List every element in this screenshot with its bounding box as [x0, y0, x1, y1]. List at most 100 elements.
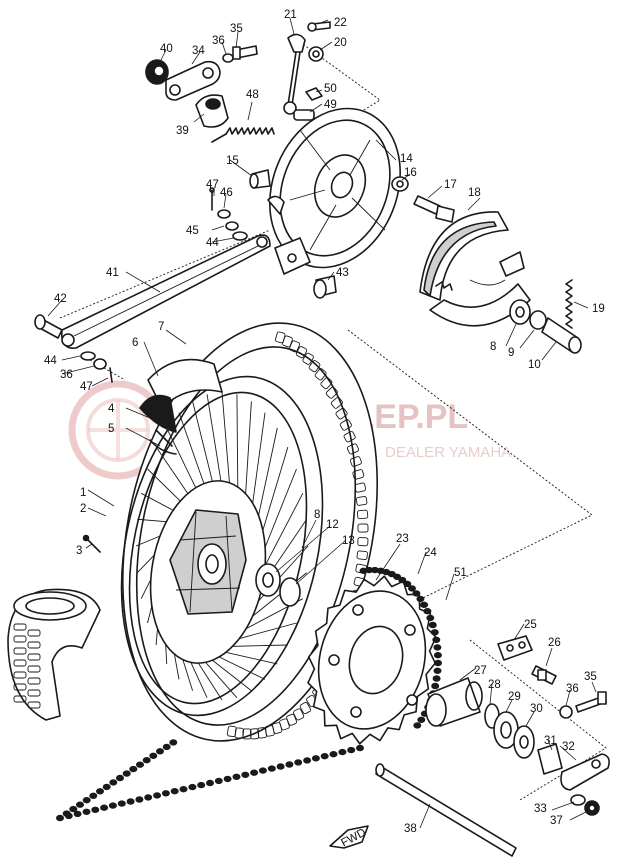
part-label-46: 46 — [220, 187, 233, 199]
part-label-35b: 35 — [584, 671, 597, 683]
pin-49 — [293, 109, 315, 121]
inner-tube-6 — [139, 358, 223, 433]
part-label-38: 38 — [404, 823, 417, 835]
brake-shoes-18 — [419, 211, 531, 327]
nut-40 — [145, 59, 169, 85]
axle-sleeve-10 — [541, 317, 582, 354]
washer-44-upper — [232, 231, 248, 241]
part-label-31: 31 — [544, 735, 557, 747]
part-label-44b: 44 — [44, 355, 57, 367]
part-label-16: 16 — [404, 167, 417, 179]
torque-arm-41 — [60, 234, 271, 349]
part-label-2: 2 — [80, 503, 86, 515]
part-label-32: 32 — [562, 741, 575, 753]
part-label-44a: 44 — [206, 237, 219, 249]
part-label-21: 21 — [284, 9, 297, 21]
part-label-43: 43 — [336, 267, 349, 279]
nut-37 — [584, 800, 600, 816]
cotter-pin-47-lower — [109, 367, 113, 383]
part-label-22: 22 — [334, 17, 347, 29]
nut-36-right — [559, 705, 573, 719]
part-label-4: 4 — [108, 403, 115, 415]
chain-puller-25 — [497, 635, 533, 661]
washer-33 — [570, 794, 586, 806]
bolt-35-top — [232, 45, 258, 60]
nut-50 — [305, 87, 323, 101]
oil-seal-30 — [513, 725, 535, 759]
part-label-14: 14 — [400, 153, 413, 165]
part-label-42: 42 — [54, 293, 67, 305]
part-label-29: 29 — [508, 691, 521, 703]
part-label-36b: 36 — [60, 369, 73, 381]
part-label-47b: 47 — [80, 381, 93, 393]
tire-cutaway — [7, 588, 101, 721]
part-label-33: 33 — [534, 803, 547, 815]
part-label-18: 18 — [468, 187, 481, 199]
bearing-29 — [493, 711, 519, 749]
part-label-51: 51 — [454, 567, 467, 579]
washer-16 — [391, 176, 409, 192]
brake-arm-parts — [145, 21, 331, 143]
forward-direction-marker: FWD — [329, 825, 369, 850]
collar-13 — [279, 577, 301, 607]
part-label-27: 27 — [474, 665, 487, 677]
part-label-9: 9 — [508, 347, 514, 359]
nut-46 — [217, 209, 231, 219]
part-label-41: 41 — [106, 267, 119, 279]
part-label-28: 28 — [488, 679, 501, 691]
cotter-pin-47-upper — [209, 187, 215, 211]
part-label-40: 40 — [160, 43, 173, 55]
leader-lines — [47, 17, 597, 829]
part-label-15: 15 — [226, 155, 239, 167]
part-label-49: 49 — [324, 99, 337, 111]
part-label-34: 34 — [192, 45, 205, 57]
part-label-37: 37 — [550, 815, 563, 827]
part-label-3: 3 — [76, 545, 82, 557]
bearing-8 — [509, 299, 531, 325]
axle-38 — [375, 763, 517, 857]
watermark-tagline: DEALER YAMAHA — [385, 444, 511, 461]
sprocket-23 — [307, 575, 437, 745]
lever-34 — [165, 60, 221, 101]
part-label-25: 25 — [524, 619, 537, 631]
chain-adjuster-32 — [560, 753, 610, 791]
nut-20 — [308, 46, 324, 62]
part-label-35a: 35 — [230, 23, 243, 35]
part-label-26: 26 — [548, 637, 561, 649]
washer-36-top — [222, 53, 234, 63]
bolt-42 — [34, 314, 63, 339]
part-label-50: 50 — [324, 83, 337, 95]
part-label-17: 17 — [444, 179, 457, 191]
pin-15 — [249, 169, 271, 189]
part-label-10: 10 — [528, 359, 541, 371]
part-label-6: 6 — [132, 337, 138, 349]
spring-19 — [565, 279, 573, 329]
collar-39 — [195, 94, 229, 128]
rod-21 — [283, 33, 306, 115]
hub-clutch-27 — [425, 677, 483, 727]
washer-44-lower — [80, 351, 96, 361]
part-label-30: 30 — [530, 703, 543, 715]
part-label-23: 23 — [396, 533, 409, 545]
part-label-47a: 47 — [206, 179, 219, 191]
valve-4 — [155, 429, 173, 447]
part-label-39: 39 — [176, 125, 189, 137]
part-label-24: 24 — [424, 547, 437, 559]
part-label-48: 48 — [246, 89, 259, 101]
hub-drum — [149, 480, 267, 664]
part-label-12: 12 — [326, 519, 339, 531]
part-label-8b: 8 — [314, 509, 320, 521]
collar-9 — [529, 310, 547, 330]
part-label-7: 7 — [158, 321, 164, 333]
bolt-26 — [531, 665, 557, 685]
washer-45 — [225, 221, 239, 231]
cam-17 — [413, 195, 455, 223]
part-label-1: 1 — [80, 487, 86, 499]
part-label-45: 45 — [186, 225, 199, 237]
nut-36-lower — [93, 358, 107, 370]
spring-48 — [211, 127, 275, 143]
collar-31 — [537, 743, 563, 775]
part-label-36a: 36 — [212, 35, 225, 47]
